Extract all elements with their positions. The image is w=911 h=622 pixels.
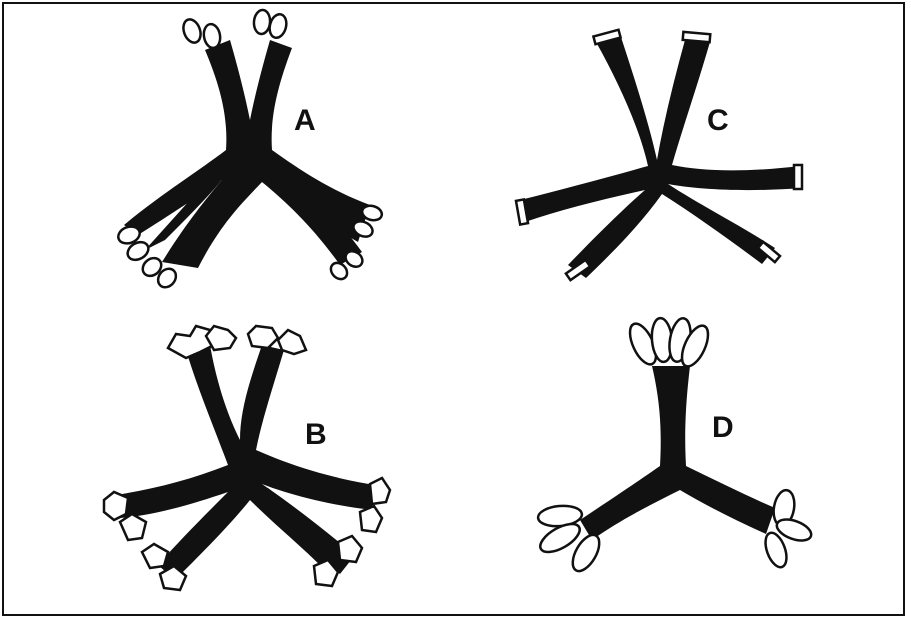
panel-label-a: A (294, 106, 316, 136)
panel-c-diagram (516, 30, 802, 280)
panel-label-b: B (305, 420, 327, 450)
panel-b-diagram (104, 326, 390, 590)
panel-d-diagram (536, 317, 814, 576)
panel-label-c: C (707, 106, 729, 136)
panel-label-d: D (712, 413, 734, 443)
panel-a-diagram (116, 9, 384, 290)
